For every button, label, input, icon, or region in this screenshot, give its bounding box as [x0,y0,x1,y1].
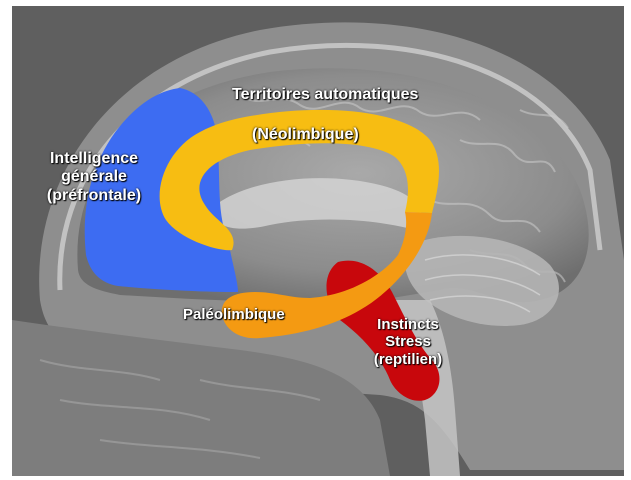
label-intelligence: Intelligence générale (préfrontale) [22,150,166,205]
label-intelligence-line3: (préfrontale) [22,187,166,205]
label-intelligence-line1: Intelligence [22,150,166,168]
label-territoires: Territoires automatiques [232,86,418,104]
label-instincts-line3: (reptilien) [352,351,464,368]
label-paleolimbique: Paléolimbique [183,306,285,323]
label-instincts: Instincts Stress (reptilien) [352,316,464,368]
label-instincts-line1: Instincts [352,316,464,333]
label-neolimbique: (Néolimbique) [252,126,359,144]
label-intelligence-line2: générale [22,168,166,186]
label-instincts-line2: Stress [352,333,464,350]
